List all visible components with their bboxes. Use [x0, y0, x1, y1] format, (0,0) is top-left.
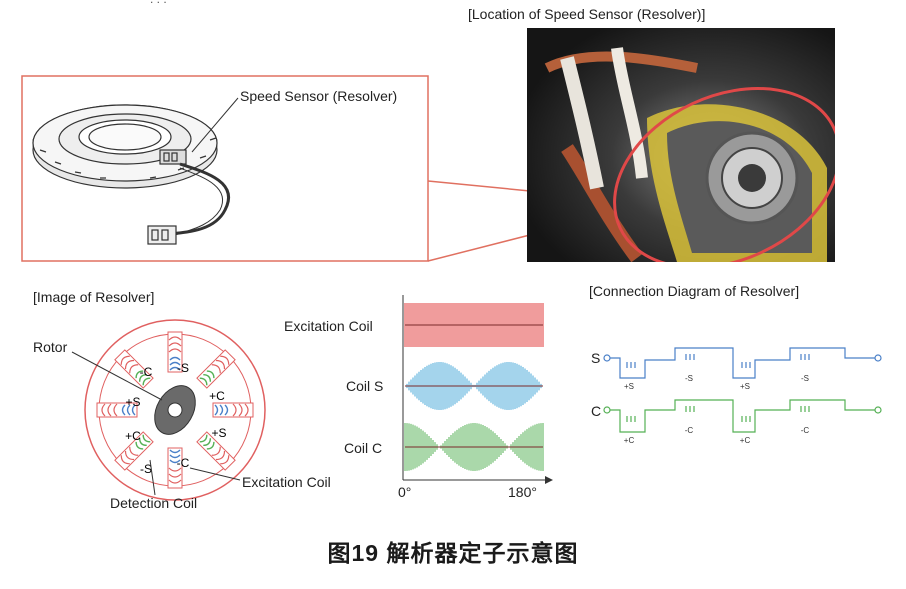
connection-header: [Connection Diagram of Resolver] — [589, 283, 800, 299]
connection-diagram: +S -S +S -S +C -C +C -C — [603, 347, 882, 445]
s-coil-label: -S — [801, 374, 809, 383]
detection-coil-label: Detection Coil — [110, 495, 198, 511]
callout-pointer-line — [191, 97, 239, 153]
resolver-ring-drawing — [32, 104, 230, 245]
x-start-label: 0° — [398, 484, 412, 500]
rotor-label: Rotor — [33, 339, 68, 355]
c-coil-label: -C — [801, 426, 810, 435]
excitation-waveform — [404, 303, 544, 347]
top-text-fragment: . . . — [150, 0, 167, 6]
pole-label: -S — [140, 462, 152, 476]
pole-label: -C — [177, 456, 190, 470]
pole-label: +C — [125, 429, 141, 443]
pole-label: +S — [125, 395, 140, 409]
c-wire — [603, 399, 882, 433]
resolver-diagram: -C -S +S +C +C +S -S -C — [84, 319, 266, 501]
motor-photo — [527, 28, 835, 262]
waveform-panel — [402, 295, 553, 484]
sensor-illustration-panel — [21, 75, 613, 262]
s-wire — [603, 347, 882, 379]
excitation-wave-label: Excitation Coil — [284, 318, 373, 334]
x-axis-arrow — [545, 476, 553, 484]
callout-frame — [21, 75, 429, 262]
c-coil-label: -C — [685, 426, 694, 435]
image-header: [Image of Resolver] — [33, 289, 155, 305]
coil-s-waveform — [405, 362, 543, 410]
pole-label: -C — [140, 365, 153, 379]
pole-label: -S — [177, 361, 189, 375]
s-terminal-label: S — [591, 350, 601, 366]
speed-sensor-label: Speed Sensor (Resolver) — [240, 88, 398, 104]
pole-label: +S — [211, 426, 226, 440]
coil-s-wave-label: Coil S — [346, 378, 384, 394]
location-header: [Location of Speed Sensor (Resolver)] — [468, 6, 706, 22]
c-coil-label: +C — [624, 436, 635, 445]
s-coil-label: +S — [624, 382, 634, 391]
c-coil-label: +C — [740, 436, 751, 445]
figure-caption: 图19 解析器定子示意图 — [327, 540, 579, 566]
coil-c-waveform — [404, 423, 544, 471]
coil-c-wave-label: Coil C — [344, 440, 383, 456]
pole-label: +C — [209, 389, 225, 403]
s-coil-label: +S — [740, 382, 750, 391]
x-end-label: 180° — [508, 484, 537, 500]
s-coil-label: -S — [685, 374, 693, 383]
resolver-callout-lines — [71, 351, 241, 496]
c-terminal-label: C — [591, 403, 602, 419]
excitation-coil-label: Excitation Coil — [242, 474, 331, 490]
